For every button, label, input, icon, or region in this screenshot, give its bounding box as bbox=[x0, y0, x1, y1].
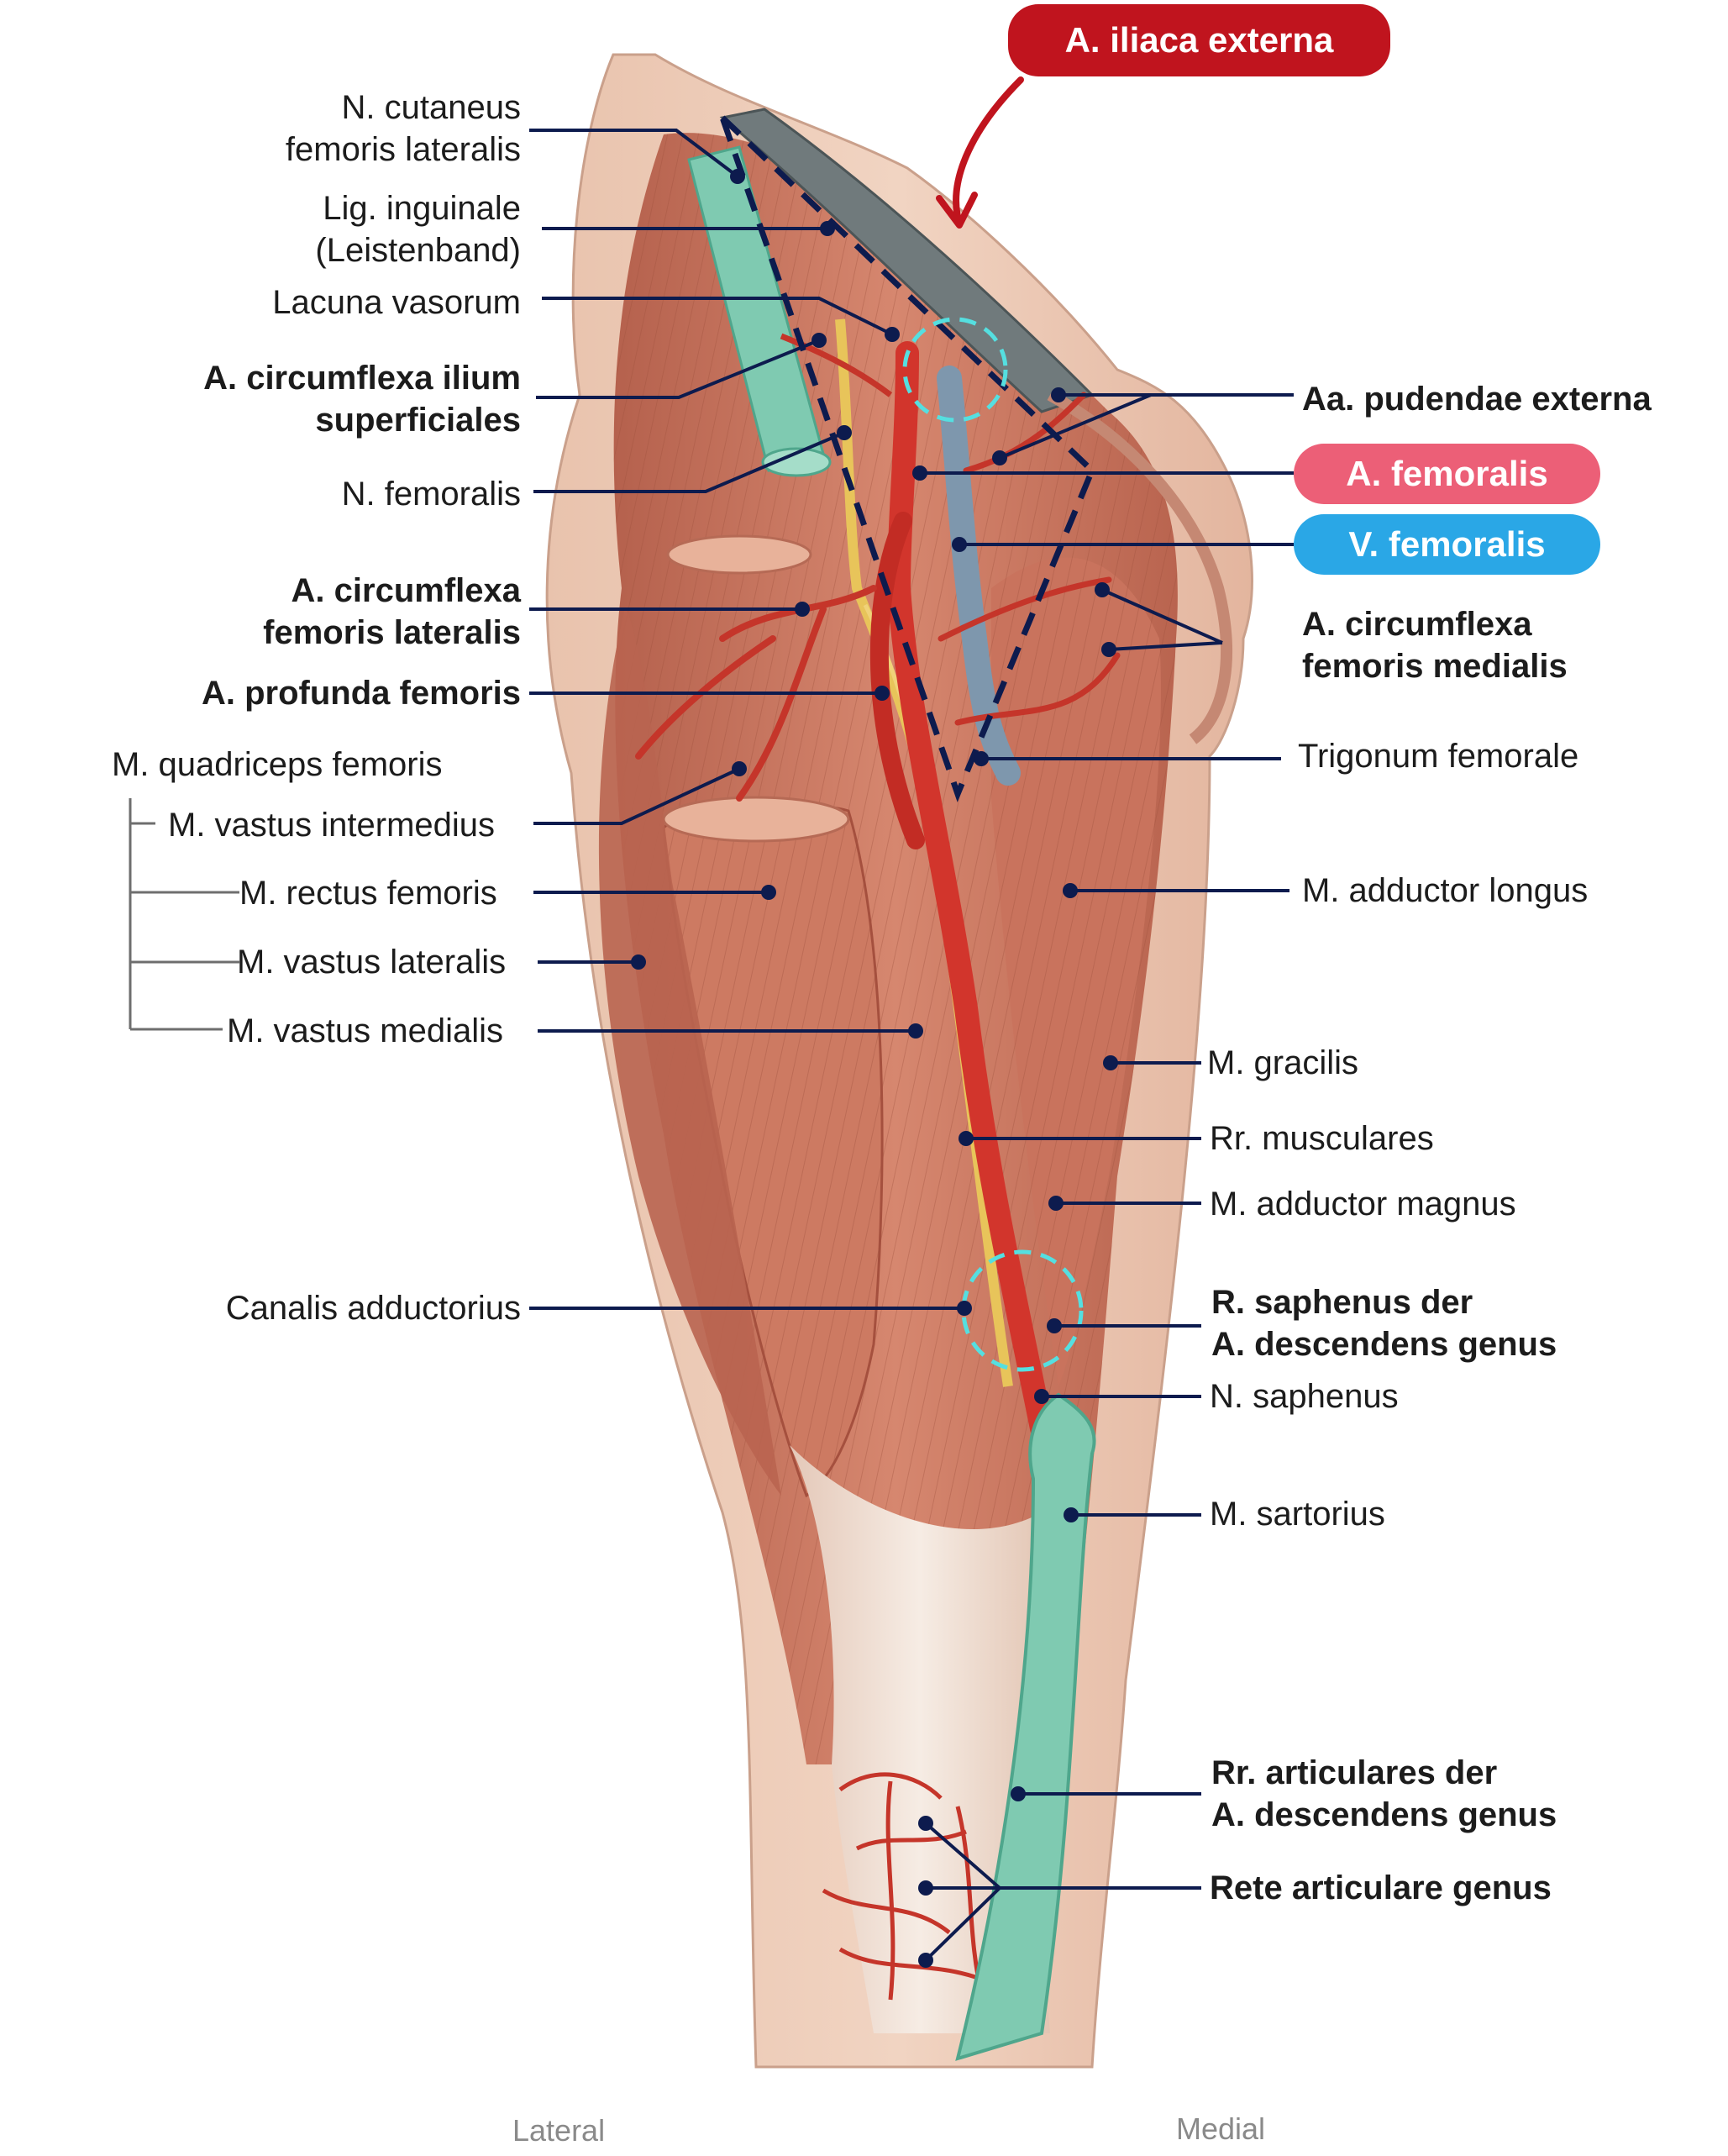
label-rectus-femoris: M. rectus femoris bbox=[239, 875, 497, 912]
label-n-cutaneus: N. cutaneus femoris lateralis bbox=[285, 89, 521, 168]
label-n-femoralis: N. femoralis bbox=[341, 476, 521, 513]
label-adductor-longus: M. adductor longus bbox=[1302, 872, 1589, 909]
label-lig-inguinale: Lig. inguinale (Leistenband) bbox=[315, 190, 521, 269]
label-rete-articulare: Rete articulare genus bbox=[1210, 1869, 1552, 1906]
leader-lines bbox=[529, 129, 1294, 1962]
label-canalis-adductorius: Canalis adductorius bbox=[225, 1290, 521, 1327]
profunda-artery-drawing bbox=[869, 512, 925, 849]
label-rr-musculares: Rr. musculares bbox=[1210, 1120, 1434, 1157]
femoralis-pill: A. femoralis bbox=[1294, 444, 1600, 504]
vastus-lateralis-muscle bbox=[598, 605, 781, 1496]
label-profunda-femoris: A. profunda femoris bbox=[201, 675, 521, 712]
footer-medial: Medial bbox=[1176, 2111, 1266, 2146]
label-quadriceps: M. quadriceps femoris bbox=[112, 746, 443, 783]
footer-lateral: Lateral bbox=[512, 2113, 606, 2148]
circumflexa-ilium-branch bbox=[780, 333, 893, 397]
lacuna-vasorum-marker bbox=[902, 317, 1008, 423]
label-lacuna-vasorum: Lacuna vasorum bbox=[272, 284, 521, 321]
label-vastus-lateralis: M. vastus lateralis bbox=[237, 944, 507, 981]
label-circumflexa-lateralis: A. circumflexa femoris lateralis bbox=[263, 572, 521, 651]
label-vastus-medialis: M. vastus medialis bbox=[227, 1012, 503, 1049]
vena-femoralis-pill: V. femoralis bbox=[1294, 514, 1600, 575]
rete-articulare-vessels bbox=[822, 1772, 992, 2001]
canalis-adductorius-marker bbox=[961, 1249, 1084, 1372]
label-m-sartorius: M. sartorius bbox=[1210, 1496, 1385, 1533]
label-trigonum-femorale: Trigonum femorale bbox=[1298, 738, 1579, 775]
label-pudendae-externa: Aa. pudendae externa bbox=[1302, 381, 1652, 418]
iliaca-externa-arrow bbox=[953, 76, 1024, 220]
quadriceps-bracket bbox=[129, 798, 239, 1031]
label-vastus-intermedius: M. vastus intermedius bbox=[168, 807, 496, 844]
label-circumflexa-medialis: A. circumflexa femoris medialis bbox=[1302, 606, 1568, 685]
medial-artery-branches bbox=[938, 392, 1121, 726]
label-gracilis: M. gracilis bbox=[1207, 1044, 1359, 1081]
label-r-saphenus: R. saphenus der A. descendens genus bbox=[1211, 1284, 1557, 1363]
trigonum-femorale-outline bbox=[719, 115, 1096, 802]
medial-skin-edge bbox=[1047, 389, 1232, 744]
label-n-saphenus: N. saphenus bbox=[1210, 1378, 1399, 1415]
label-rr-articulares: Rr. articulares der A. descendens genus bbox=[1211, 1754, 1557, 1833]
sartorius-muscle bbox=[955, 1392, 1096, 2061]
leader-endpoints bbox=[631, 169, 1118, 1968]
iliaca-externa-pill: A. iliaca externa bbox=[1008, 4, 1390, 76]
femoral-artery-drawing bbox=[886, 341, 1053, 1440]
label-adductor-magnus: M. adductor magnus bbox=[1210, 1186, 1516, 1223]
label-circumflexa-ilium: A. circumflexa ilium superficiales bbox=[203, 360, 521, 439]
femoral-vein-drawing bbox=[937, 365, 1021, 786]
